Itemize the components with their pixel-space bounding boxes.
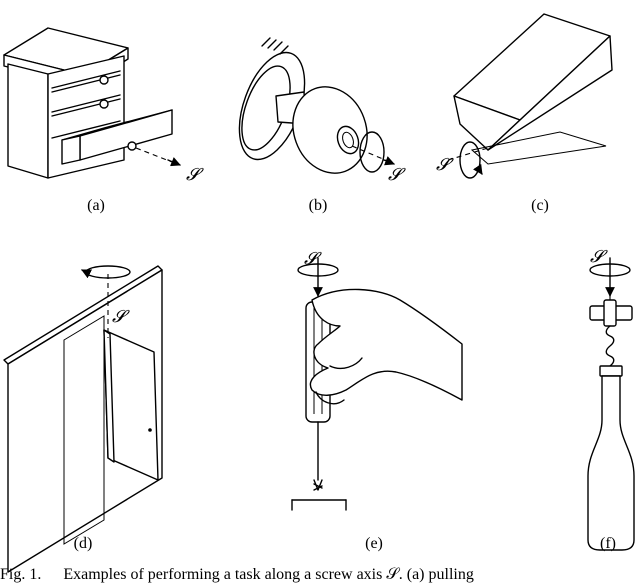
axis-label-e: 𝓢: [304, 249, 322, 269]
panel-label-c: (c): [531, 197, 549, 214]
screwdriver-illustration: 𝓢: [291, 249, 463, 511]
figure-caption: Fig. 1. Examples of performing a task alo…: [0, 566, 640, 584]
tilted-box-illustration: 𝓢: [436, 13, 613, 179]
axis-label-a: 𝓢: [186, 165, 204, 185]
panel-label-e: (e): [365, 535, 383, 552]
door-illustration: 𝓢: [3, 265, 163, 573]
corkscrew-bottle-illustration: 𝓢: [587, 247, 635, 551]
drawer-cabinet-illustration: 𝓢: [3, 27, 204, 185]
caption-prefix: Fig. 1.: [0, 566, 42, 583]
axis-label-b: 𝓢: [388, 165, 406, 185]
door-knob-illustration: 𝓢: [238, 37, 406, 185]
panel-label-f: (f): [600, 535, 616, 552]
panel-label-a: (a): [87, 197, 105, 214]
axis-label-c: 𝓢: [436, 155, 454, 175]
panel-label-d: (d): [73, 535, 93, 552]
caption-text: Examples of performing a task along a sc…: [63, 566, 474, 583]
panel-label-b: (b): [308, 197, 328, 214]
